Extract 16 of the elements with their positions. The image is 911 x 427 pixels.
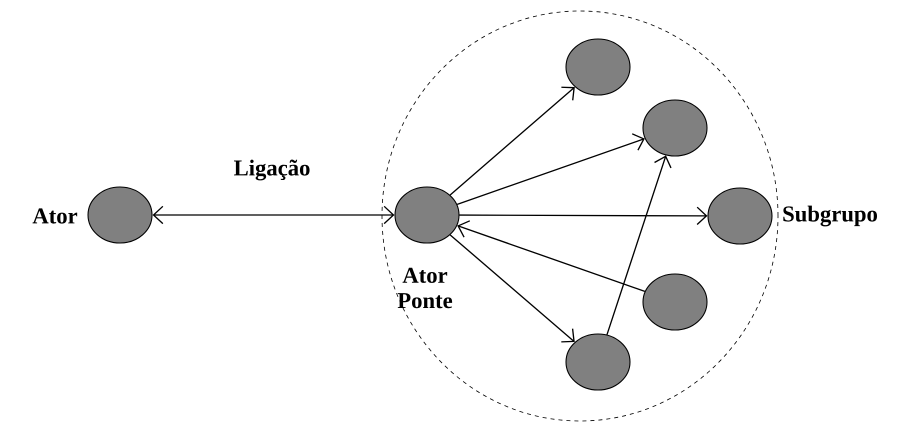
actor-circle [642,99,708,157]
edge-label: Ligação [232,158,312,182]
actor-circle [565,38,631,96]
arrow [460,206,708,226]
arrow [450,86,575,196]
arrow [456,133,645,206]
node-caption: Ator [32,208,78,224]
node-caption: Ator Ponte [398,268,452,308]
arrow [450,234,575,343]
actor-circle [642,273,708,331]
arrow [152,206,394,224]
actor-circle [565,333,631,391]
arrow [606,155,672,335]
actor-circle [707,187,773,245]
group-label: Subgrupo [783,206,877,226]
arrow [457,220,646,292]
